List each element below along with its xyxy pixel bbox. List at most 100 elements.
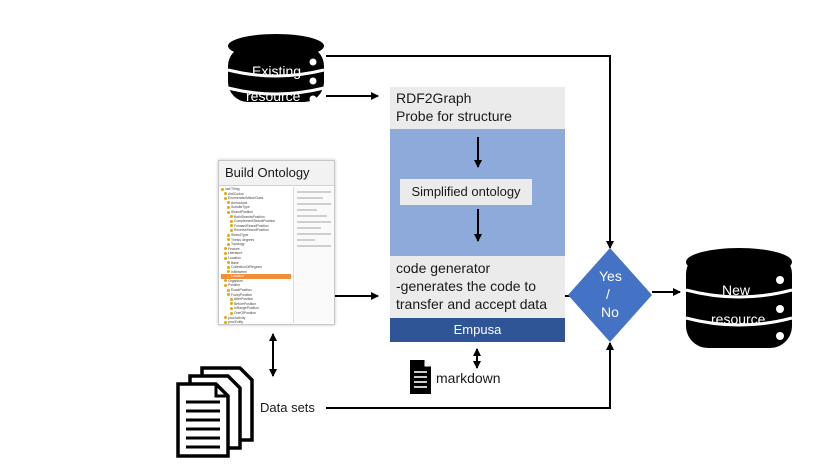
class-bullet-icon [230,297,233,301]
existing-resource-database-icon [227,34,325,103]
code-generator-step: code generator -generates the code to tr… [390,256,565,318]
ontology-tree-item-label: Location [228,255,241,260]
ontology-tree-item-label: provEntity [228,320,244,325]
rdf2graph-step: RDF2Graph Probe for structure [390,87,565,129]
class-bullet-icon [224,320,227,324]
ontology-tree-item-label: AfterPosition [234,297,254,302]
class-bullet-icon [227,210,230,214]
ontology-tree-item-label: Literature [228,251,243,256]
ontology-tree-item-label: BothStrandsPosition [234,214,265,219]
ontology-tree-item-label: OneOfPosition [234,311,257,316]
datasets-documents-icon [176,366,254,458]
ontology-tree-item-label: SubsiteType [231,205,250,210]
class-bullet-icon [224,192,227,196]
ontology-tree-item-label: ExactPosition [231,288,252,293]
ontology-tree-item-label: Base [231,260,239,265]
ontology-tree-item: EnumeratedValueClass [221,196,291,201]
ontology-tree-item-label: Topology [231,242,245,247]
build-ontology-title: Build Ontology [219,161,334,186]
ontology-tree-item: StrandPosition [221,210,291,215]
ontology-tree-item-label: FuzzyPosition [231,292,253,297]
ontology-tree-item: Base [221,261,291,266]
new-resource-label-line2: resource [711,311,766,327]
ontology-tree-item-label: Thesis degrees [231,237,255,242]
ontology-tree-item-label: ForwardStrandPosition [234,223,269,228]
ontology-tree-item: ForwardStrandPosition [221,224,291,229]
class-bullet-icon [230,228,233,232]
ontology-tree-item: Thesis degrees [221,238,291,243]
class-bullet-icon [230,219,233,223]
class-bullet-icon [227,238,230,242]
ontology-tree-item: SubsiteType [221,205,291,210]
decision-diamond [568,248,652,342]
class-bullet-icon [230,311,233,315]
markdown-label: markdown [436,370,501,386]
class-bullet-icon [224,256,227,260]
existing-resource-label-line1: Existing [252,63,302,79]
codegen-line2: -generates the code to [396,278,537,294]
ontology-tree-item: AminoAcid [221,201,291,206]
class-bullet-icon [224,251,227,255]
class-bullet-icon [227,265,230,269]
class-bullet-icon [227,270,230,274]
ontology-tree-item: Location [221,256,291,261]
new-resource-database-icon [685,248,793,348]
ontology-tree-item-label: AntiCodon [228,191,244,196]
codegen-line1: code generator [396,260,491,276]
empusa-bar: Empusa [390,318,565,342]
pipeline-inner-arrows [474,137,482,242]
ontology-tree-item-label: CollectionOfRegions [231,265,262,270]
ontology-tree-item-label: InBetween [231,269,248,274]
ontology-tree-item: ComplementStrandPosition [221,219,291,224]
ontology-tree-item: Topology [221,242,291,247]
class-bullet-icon [224,316,227,320]
simplified-ontology-box: Simplified ontology [400,179,532,205]
decision-no: No [601,304,619,320]
class-bullet-icon [224,279,227,283]
class-bullet-icon [227,242,230,246]
ontology-tree-item-label: provActivity [228,315,246,320]
datasets-to-decision-arrow [326,342,614,409]
ontology-tree-item-label: ReverseStrandPosition [234,228,269,233]
decision-yes: Yes [599,268,622,284]
class-bullet-icon [227,233,230,237]
ontology-tree-item-label: InRangePosition [234,306,259,311]
ontology-tree-item-label: Organism [228,278,243,283]
ontology-tree-item-label: Feature [228,246,240,251]
ontology-tree-item-label: Location [231,274,244,279]
existing-to-decision-arrow [326,55,614,249]
ontology-tree-item: InBetween [221,270,291,275]
class-bullet-icon [224,196,227,200]
ontology-tree-item: OneOfPosition [221,311,291,316]
ontology-tree-item: ReverseStrandPosition [221,228,291,233]
class-bullet-icon [227,201,230,205]
datasets-label: Data sets [260,400,315,415]
ontology-tree-item: Organism [221,279,291,284]
ontology-tree-item: StrandType [221,233,291,238]
ontology-tree-item-label: StrandType [231,232,249,237]
ontology-tree-item: InRangePosition [221,306,291,311]
class-bullet-icon [227,261,230,265]
class-bullet-icon [230,302,233,306]
ontology-tree-item: FuzzyPosition [221,293,291,298]
ontology-tree-item: CollectionOfRegions [221,265,291,270]
existing-resource-label-line2: resource [246,88,301,104]
ontology-tree-item: Location [221,274,291,279]
ontology-tree-item: Position [221,283,291,288]
ontology-tree-item-label: Position [228,283,241,288]
class-bullet-icon [221,187,224,191]
ontology-tree-item: ExactPosition [221,288,291,293]
ontology-tree-item: AfterPosition [221,297,291,302]
ontology-tree-item: owl:Thing [221,187,291,192]
class-bullet-icon [227,288,230,292]
class-bullet-icon [230,215,233,219]
ontology-tree-item-label: BeforePosition [234,301,257,306]
ontology-tree-item: AntiCodon [221,192,291,197]
ontology-tree-item: provActivity [221,316,291,321]
ontology-tree-item: Feature [221,247,291,252]
new-resource-label-line1: New [722,282,751,298]
class-bullet-icon [227,205,230,209]
class-bullet-icon [230,224,233,228]
